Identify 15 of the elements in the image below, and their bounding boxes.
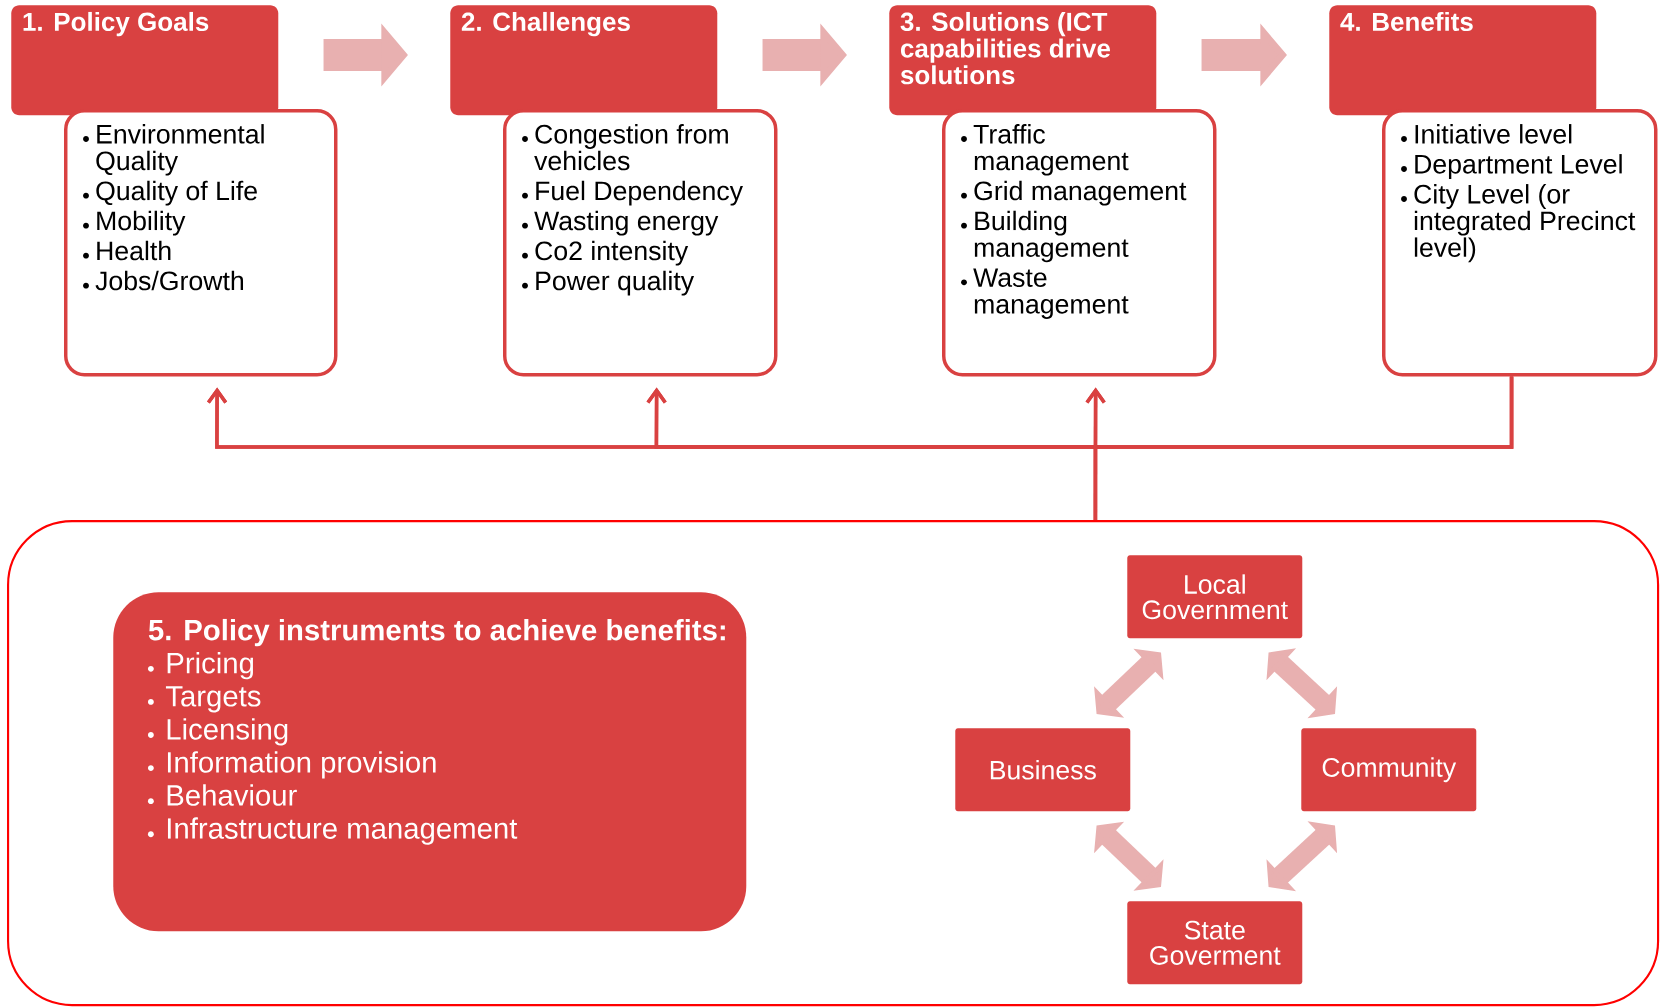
list-box: Traffic management Grid management Building management Waste management	[942, 109, 1217, 377]
arrow	[1085, 376, 1514, 449]
header-box: 3. Solutions (ICT capabilities drive solutions	[889, 5, 1157, 116]
list-box: Congestion from vehicles Fuel Dependency Wasting energy Co2 intensity Power quality	[503, 109, 778, 377]
header-box: 2. Challenges	[450, 5, 718, 116]
stakeholder-box: Business	[955, 728, 1131, 812]
stakeholder-box: Local Government	[1127, 555, 1303, 639]
list-box: Environmental Quality Quality of Life Mobility Health Jobs/Growth	[64, 109, 338, 377]
header-box: 1. Policy Goals	[11, 5, 279, 116]
instrument-box: 5. Policy instruments to achieve benefits: Pricing Targets Licensing Information provision Behaviour Infrastructure management	[113, 592, 747, 932]
stakeholder-box: Community	[1301, 728, 1477, 812]
outer-frame	[7, 520, 1660, 1007]
stakeholder-box: State Goverment	[1127, 901, 1303, 985]
list-box: Initiative level Department Level City Level (or integrated Precinct level)	[1382, 109, 1658, 377]
header-box: 4. Benefits	[1329, 5, 1597, 116]
